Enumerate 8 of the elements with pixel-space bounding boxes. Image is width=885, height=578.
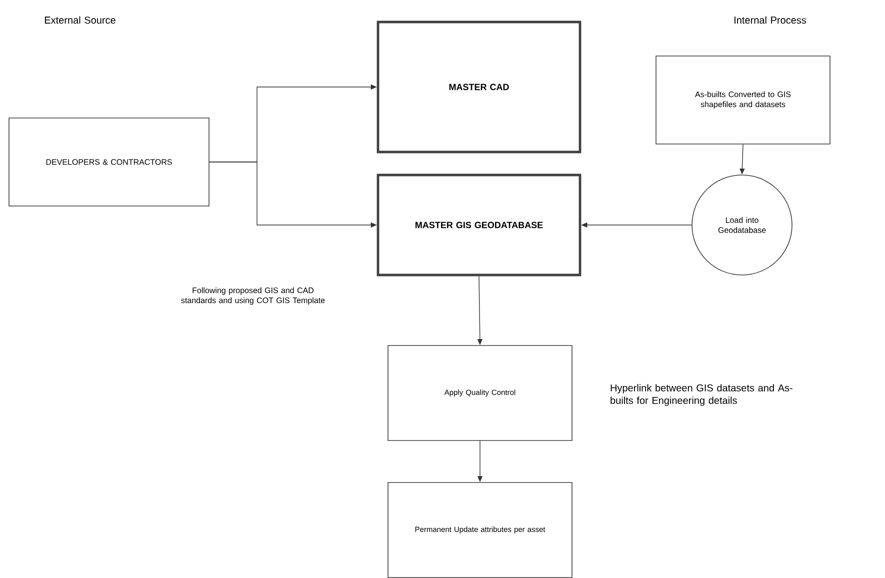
process-box: MASTER GIS GEODATABASE — [376, 174, 582, 276]
column-heading: Internal Process — [734, 16, 806, 24]
source-box: DEVELOPERS & CONTRACTORS — [8, 118, 210, 206]
process-box: MASTER CAD — [376, 20, 582, 154]
note: Hyperlink between GIS datasets and As-builts for Engineering details — [610, 384, 792, 406]
process-box: As-builts Converted to GIS shapefiles and datasets — [656, 56, 830, 144]
column-heading: External Source — [44, 16, 116, 24]
note: Following proposed GIS and CAD standards and using COT GIS Template — [181, 287, 325, 305]
